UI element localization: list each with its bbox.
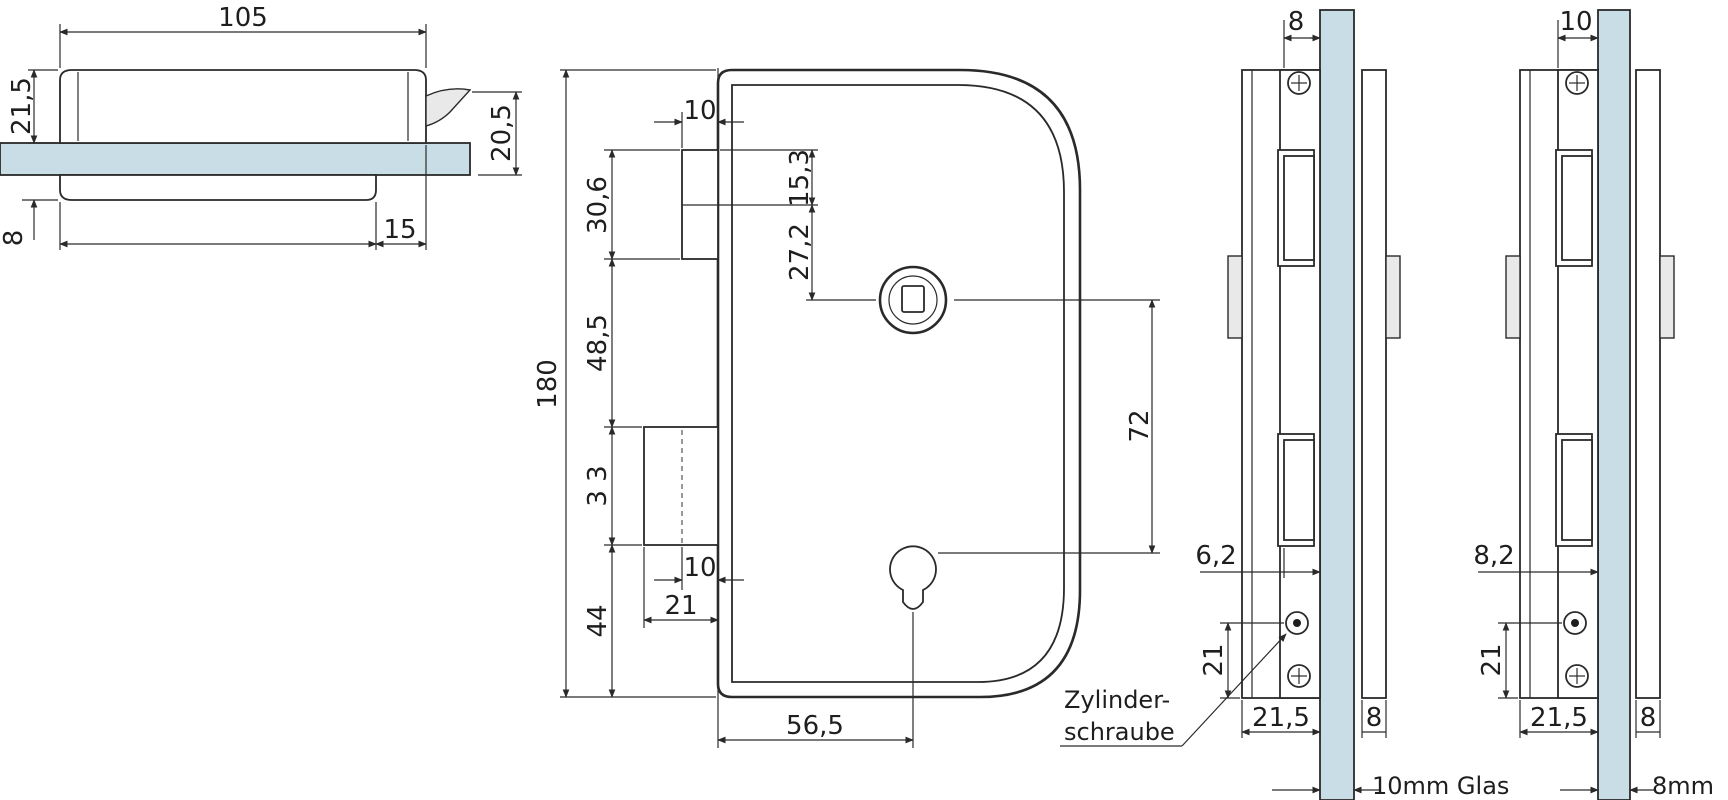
dim-44: 44 [583, 604, 613, 637]
dim-8-top: 8 [0, 230, 29, 247]
side-10-screw-bottom-icon [1287, 664, 1311, 688]
side-10-glass-label: 10mm Glas [1372, 772, 1509, 800]
dim-56-5: 56,5 [786, 711, 844, 741]
top-view-under-plate [59, 174, 377, 201]
side-8-dim-21-5: 21,5 [1530, 703, 1588, 733]
side-10-cylinder-screw-icon [1285, 611, 1309, 635]
side-10-cover-plate [1361, 69, 1387, 699]
side-8-glass-label: 8mm [1652, 772, 1714, 800]
side-8-cover-plate [1635, 69, 1661, 699]
dim-105: 105 [218, 3, 268, 33]
side-10-dim-8-plate: 8 [1366, 703, 1383, 733]
front-view: 180 30,6 48,5 3 3 44 10 15,3 27,2 72 [533, 68, 1160, 748]
front-view-knob [878, 265, 948, 335]
dim-10-top: 10 [683, 96, 716, 126]
callout-line-2: schraube [1064, 718, 1175, 746]
dim-15: 15 [383, 215, 416, 245]
front-view-lock-body [716, 68, 1082, 699]
side-10-dim-21-5: 21,5 [1252, 703, 1310, 733]
side-8-glass [1597, 9, 1631, 800]
side-8-dim-8-2: 8,2 [1473, 541, 1514, 571]
side-10-dim-21: 21 [1199, 643, 1229, 676]
top-view-latch [425, 88, 472, 127]
dim-30-6: 30,6 [583, 176, 613, 234]
dim-48-5: 48,5 [583, 314, 613, 372]
dim-33: 3 3 [583, 465, 613, 506]
front-view-spindle-icon [901, 285, 925, 313]
dim-10-bottom: 10 [683, 553, 716, 583]
top-view-glass [0, 142, 471, 176]
callout-cylinder-screw: Zylinder- schraube [1060, 633, 1287, 747]
dim-15-3: 15,3 [785, 149, 815, 207]
side-view-10mm: 8 6,2 21 21,5 8 10mm Glas [1195, 7, 1509, 800]
side-10-screw-top-icon [1287, 71, 1311, 95]
dim-20-5: 20,5 [487, 104, 517, 162]
side-8-dim-10-top: 10 [1559, 7, 1592, 37]
front-view-bolt [643, 426, 719, 546]
side-10-dim-8-top: 8 [1288, 7, 1305, 37]
side-8-dim-8-plate: 8 [1640, 703, 1657, 733]
dim-27-2: 27,2 [785, 223, 815, 281]
side-view-8mm: 10 8,2 21 21,5 8 8mm [1473, 7, 1714, 800]
side-8-dim-21: 21 [1477, 643, 1507, 676]
dim-21-front: 21 [664, 591, 697, 621]
front-view-keyhole-icon [889, 545, 937, 610]
side-8-screw-top-icon [1565, 71, 1589, 95]
side-8-screw-bottom-icon [1565, 664, 1589, 688]
dim-21-5-top: 21,5 [7, 77, 37, 135]
top-view-lock-body [59, 69, 427, 144]
top-view: 105 21,5 20,5 8 15 [0, 3, 522, 250]
dim-72: 72 [1125, 409, 1155, 442]
side-10-dim-6-2: 6,2 [1195, 541, 1236, 571]
dim-180: 180 [533, 359, 563, 409]
side-8-cylinder-screw-icon [1563, 611, 1587, 635]
side-10-glass [1319, 9, 1355, 800]
callout-line-1: Zylinder- [1064, 686, 1170, 714]
